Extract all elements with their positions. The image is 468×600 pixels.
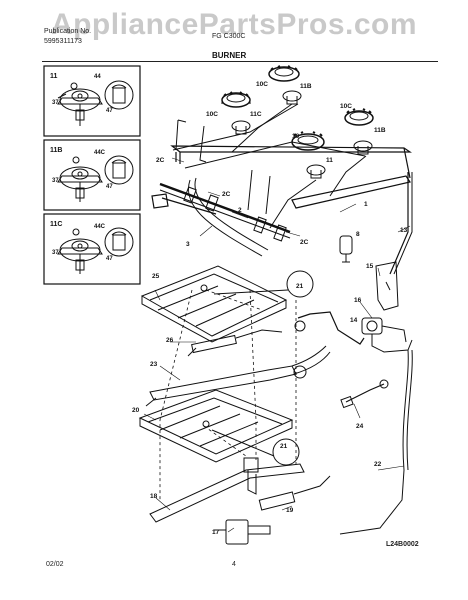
- label-2c-right: 2C: [300, 239, 309, 246]
- label-20: 20: [132, 407, 140, 414]
- label-19: 19: [286, 507, 294, 514]
- inset-11-part-37: 37: [52, 100, 59, 106]
- label-22: 22: [374, 461, 382, 468]
- label-25: 25: [152, 273, 160, 280]
- watermark: AppliancePartsPros.com: [50, 8, 418, 41]
- inset-11b-part-37: 37: [52, 178, 59, 184]
- header-rule: [42, 61, 438, 62]
- inset-11c-part-47: 47: [106, 256, 113, 262]
- publication-number: 5995311173: [44, 38, 82, 45]
- inset-11-part-47: 47: [106, 108, 113, 114]
- safety-valve-17: [214, 519, 271, 545]
- callout-21-bottom: [211, 429, 300, 466]
- inset-label-11: 11: [50, 73, 58, 80]
- tube-24: [340, 379, 389, 409]
- inset-box-11b: [43, 139, 141, 211]
- label-16: 16: [354, 297, 362, 304]
- label-10c-left: 10C: [206, 111, 218, 118]
- label-17: 17: [212, 529, 220, 536]
- callout-21-top: [213, 270, 314, 298]
- label-8: 8: [356, 231, 360, 238]
- part-8-sensor: [339, 235, 353, 263]
- label-21-bottom: 21: [280, 443, 288, 450]
- leader-lines: [143, 157, 411, 533]
- oven-burner-23: [145, 345, 331, 407]
- label-14: 14: [350, 317, 358, 324]
- label-10: 10: [292, 133, 300, 140]
- label-18: 18: [150, 493, 158, 500]
- inset-11b-part-44c: 44C: [94, 150, 106, 156]
- section-title: BURNER: [212, 51, 247, 60]
- footer-page-number: 4: [232, 561, 236, 568]
- label-11b-top: 11B: [300, 83, 312, 90]
- footer-date: 02/02: [46, 561, 64, 568]
- burner-bases: [231, 90, 373, 179]
- label-24: 24: [356, 423, 364, 430]
- label-26: 26: [166, 337, 174, 344]
- bottom-burner-18: [149, 457, 305, 523]
- baffle-20: [138, 389, 294, 463]
- right-side-assembly: [339, 172, 413, 535]
- label-2: 2: [238, 207, 242, 214]
- publication-label: Publication No.: [44, 28, 92, 35]
- label-11: 11: [326, 157, 333, 164]
- label-10c-right: 10C: [340, 103, 352, 110]
- inset-11b-part-47: 47: [106, 184, 113, 190]
- valve-manifold: [159, 119, 291, 257]
- label-2c-mid: 2C: [222, 191, 231, 198]
- burner-heads: [221, 65, 374, 151]
- heat-shield-25: [140, 265, 288, 343]
- inset-label-11b: 11B: [50, 147, 62, 154]
- label-2c-left: 2C: [156, 157, 165, 164]
- burner-frame: [151, 145, 412, 215]
- igniter-19: [258, 475, 331, 511]
- tube-16: [294, 311, 365, 345]
- inset-11-part-44: 44: [94, 74, 101, 80]
- inset-label-11c: 11C: [50, 221, 62, 228]
- inset-box-11c: [43, 213, 141, 285]
- inset-box-11: [43, 65, 141, 137]
- label-21-top: 21: [296, 283, 304, 290]
- model-number: FG C300C: [212, 33, 246, 40]
- igniter-26: [187, 329, 283, 357]
- inset-11c-part-37: 37: [52, 250, 59, 256]
- label-10c-top: 10C: [256, 81, 268, 88]
- label-23: 23: [150, 361, 158, 368]
- drawing-id: L24B0002: [386, 541, 419, 548]
- label-1: 1: [364, 201, 368, 208]
- label-3: 3: [186, 241, 190, 248]
- inset-11c-part-44c: 44C: [94, 224, 106, 230]
- alignment-lines: [159, 289, 297, 500]
- label-11b-right: 11B: [374, 127, 386, 134]
- burner-tubes: [172, 103, 367, 229]
- label-13: 13: [400, 227, 408, 234]
- label-15: 15: [366, 263, 374, 270]
- label-11c: 11C: [250, 111, 262, 118]
